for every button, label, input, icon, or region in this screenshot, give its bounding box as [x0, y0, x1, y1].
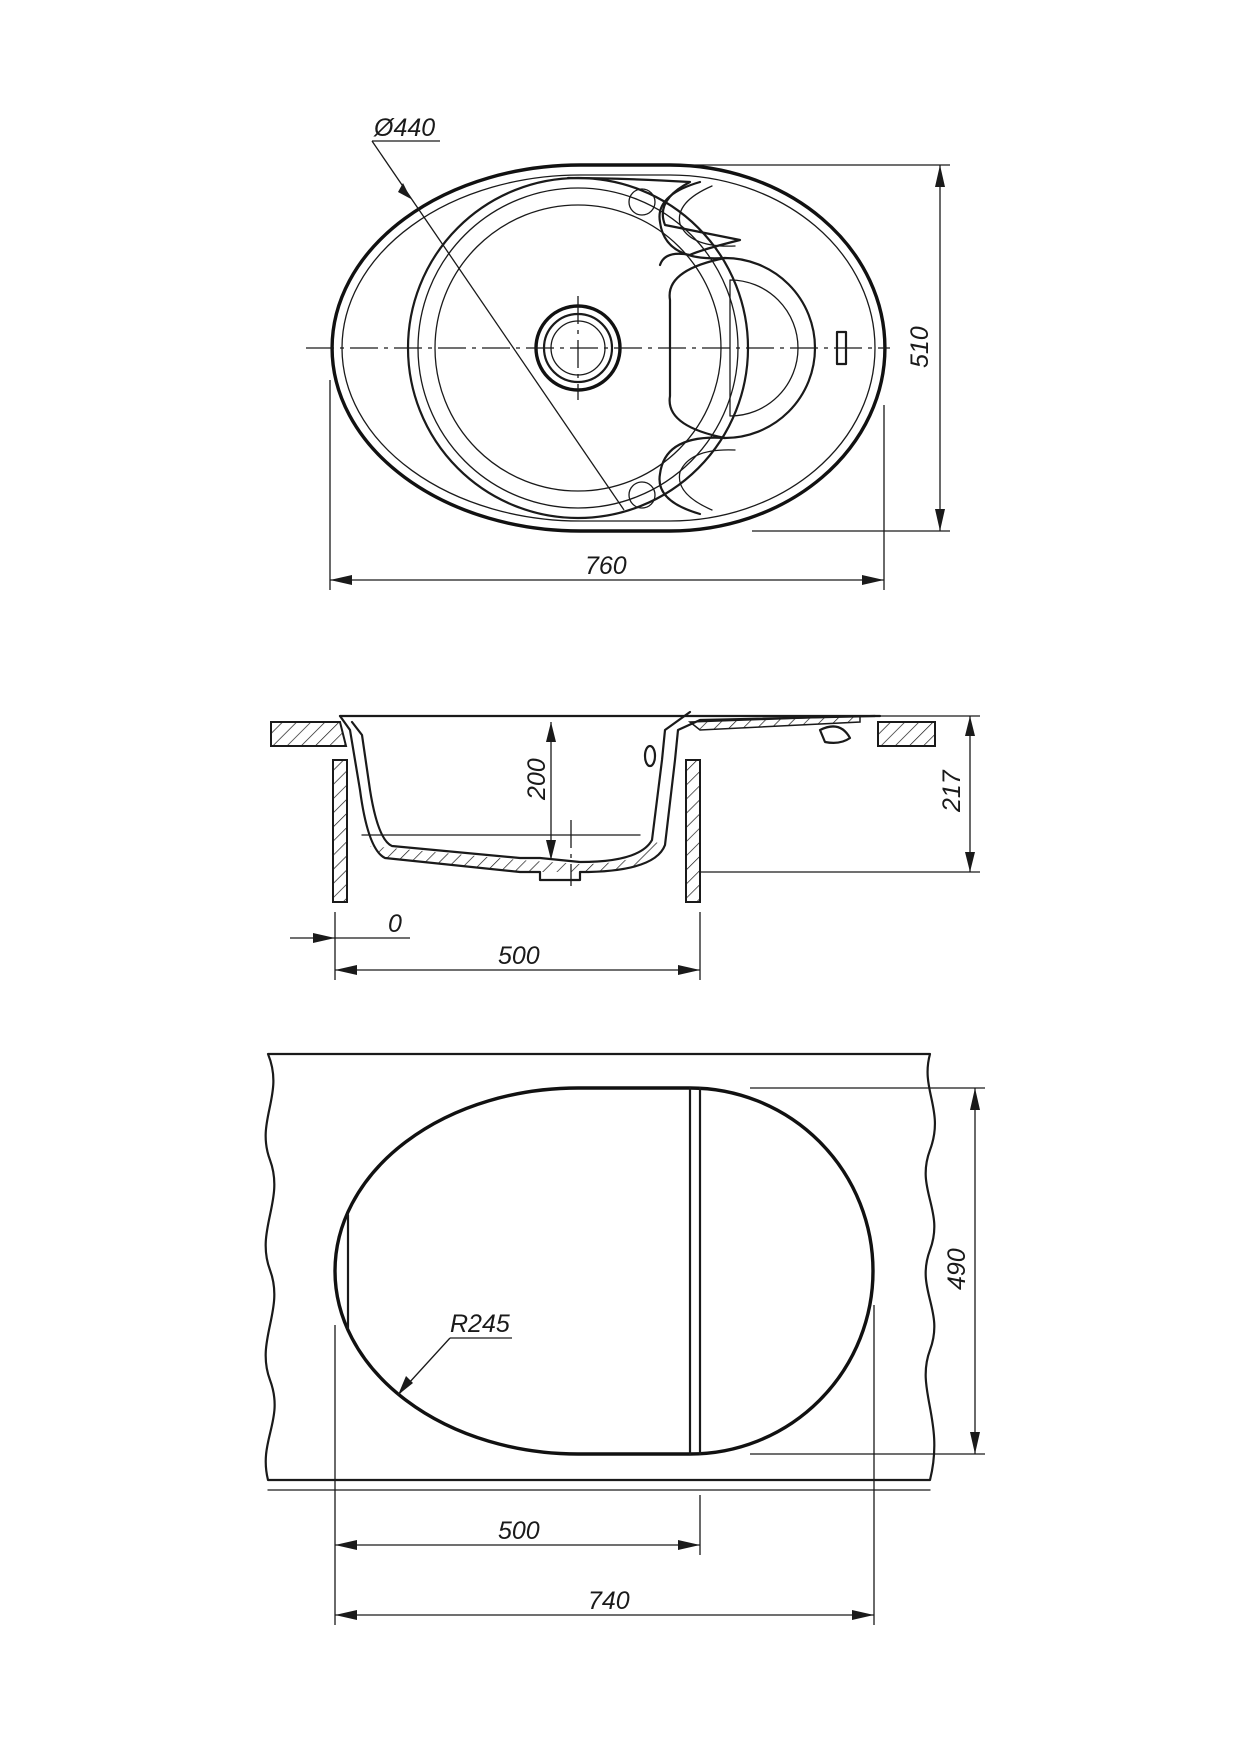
- sink-inner-rim: [341, 174, 876, 522]
- total-depth-arrow-bottom-icon: [965, 852, 975, 872]
- drainboard-section-strip: [687, 715, 861, 731]
- cutout-cabinet-arrow-right-icon: [678, 1540, 700, 1550]
- cutout-height-arrow-top-icon: [970, 1088, 980, 1110]
- cabinet-width-arrow-left-icon: [335, 965, 357, 975]
- cabinet-wall-left: [332, 759, 348, 903]
- countertop-left-section: [270, 721, 348, 747]
- cutout-cabinet-width-label: 500: [498, 1517, 540, 1545]
- section-view: 200 217 0 500: [270, 710, 980, 980]
- height-arrow-top-icon: [935, 165, 945, 187]
- cutout-view: R245 490 500 740: [264, 1052, 985, 1625]
- depth-label: 200: [523, 758, 551, 801]
- diameter-leader-line: [371, 140, 625, 511]
- countertop-outline: [264, 1052, 936, 1482]
- cabinet-width-arrow-right-icon: [678, 965, 700, 975]
- drainboard-upper-lobe: [566, 176, 742, 267]
- cutout-height-label: 490: [943, 1248, 971, 1290]
- drainboard-groove-bottom: [658, 436, 727, 516]
- top-view: Ø440 760 510: [306, 114, 950, 590]
- offset-label: 0: [388, 910, 402, 938]
- depth-arrow-bottom-icon: [546, 840, 556, 860]
- radius-arrow-icon: [398, 1376, 413, 1395]
- total-depth-arrow-top-icon: [965, 716, 975, 736]
- offset-arrow-icon: [313, 933, 335, 943]
- overflow-hole-icon: [643, 744, 657, 768]
- height-arrow-bottom-icon: [935, 509, 945, 531]
- cutout-width-arrow-left-icon: [335, 1610, 357, 1620]
- depth-arrow-top-icon: [546, 722, 556, 742]
- bowl-section-inner: [350, 710, 692, 864]
- cabinet-width-label: 500: [498, 942, 540, 970]
- total-depth-label: 217: [938, 769, 966, 813]
- diameter-arrow-icon: [398, 183, 411, 199]
- drainboard-center-recess-inner: [729, 279, 799, 417]
- countertop-right-section: [877, 721, 936, 747]
- drainboard-groove-top-inner: [678, 185, 736, 247]
- sink-outer-rim: [330, 163, 887, 533]
- cutout-outline: [333, 1086, 875, 1456]
- width-arrow-right-icon: [862, 575, 884, 585]
- tap-hole-lower-icon: [628, 481, 656, 509]
- cutout-height-arrow-bottom-icon: [970, 1432, 980, 1454]
- cutout-width-label: 740: [588, 1587, 630, 1615]
- height-label: 510: [906, 326, 934, 368]
- drainboard-center-recess: [668, 256, 817, 440]
- diameter-label: Ø440: [373, 114, 435, 142]
- tap-hole-upper-icon: [628, 188, 656, 216]
- radius-label: R245: [450, 1310, 510, 1338]
- cabinet-wall-right: [685, 759, 701, 903]
- overflow-fitting-icon: [818, 725, 852, 744]
- cutout-width-arrow-right-icon: [852, 1610, 874, 1620]
- cutout-cabinet-arrow-left-icon: [335, 1540, 357, 1550]
- bowl-section-fill: [370, 842, 665, 872]
- drainboard-groove-bottom-inner: [678, 449, 736, 511]
- width-label: 760: [585, 552, 627, 580]
- drainboard-groove-top: [658, 180, 727, 260]
- width-arrow-left-icon: [330, 575, 352, 585]
